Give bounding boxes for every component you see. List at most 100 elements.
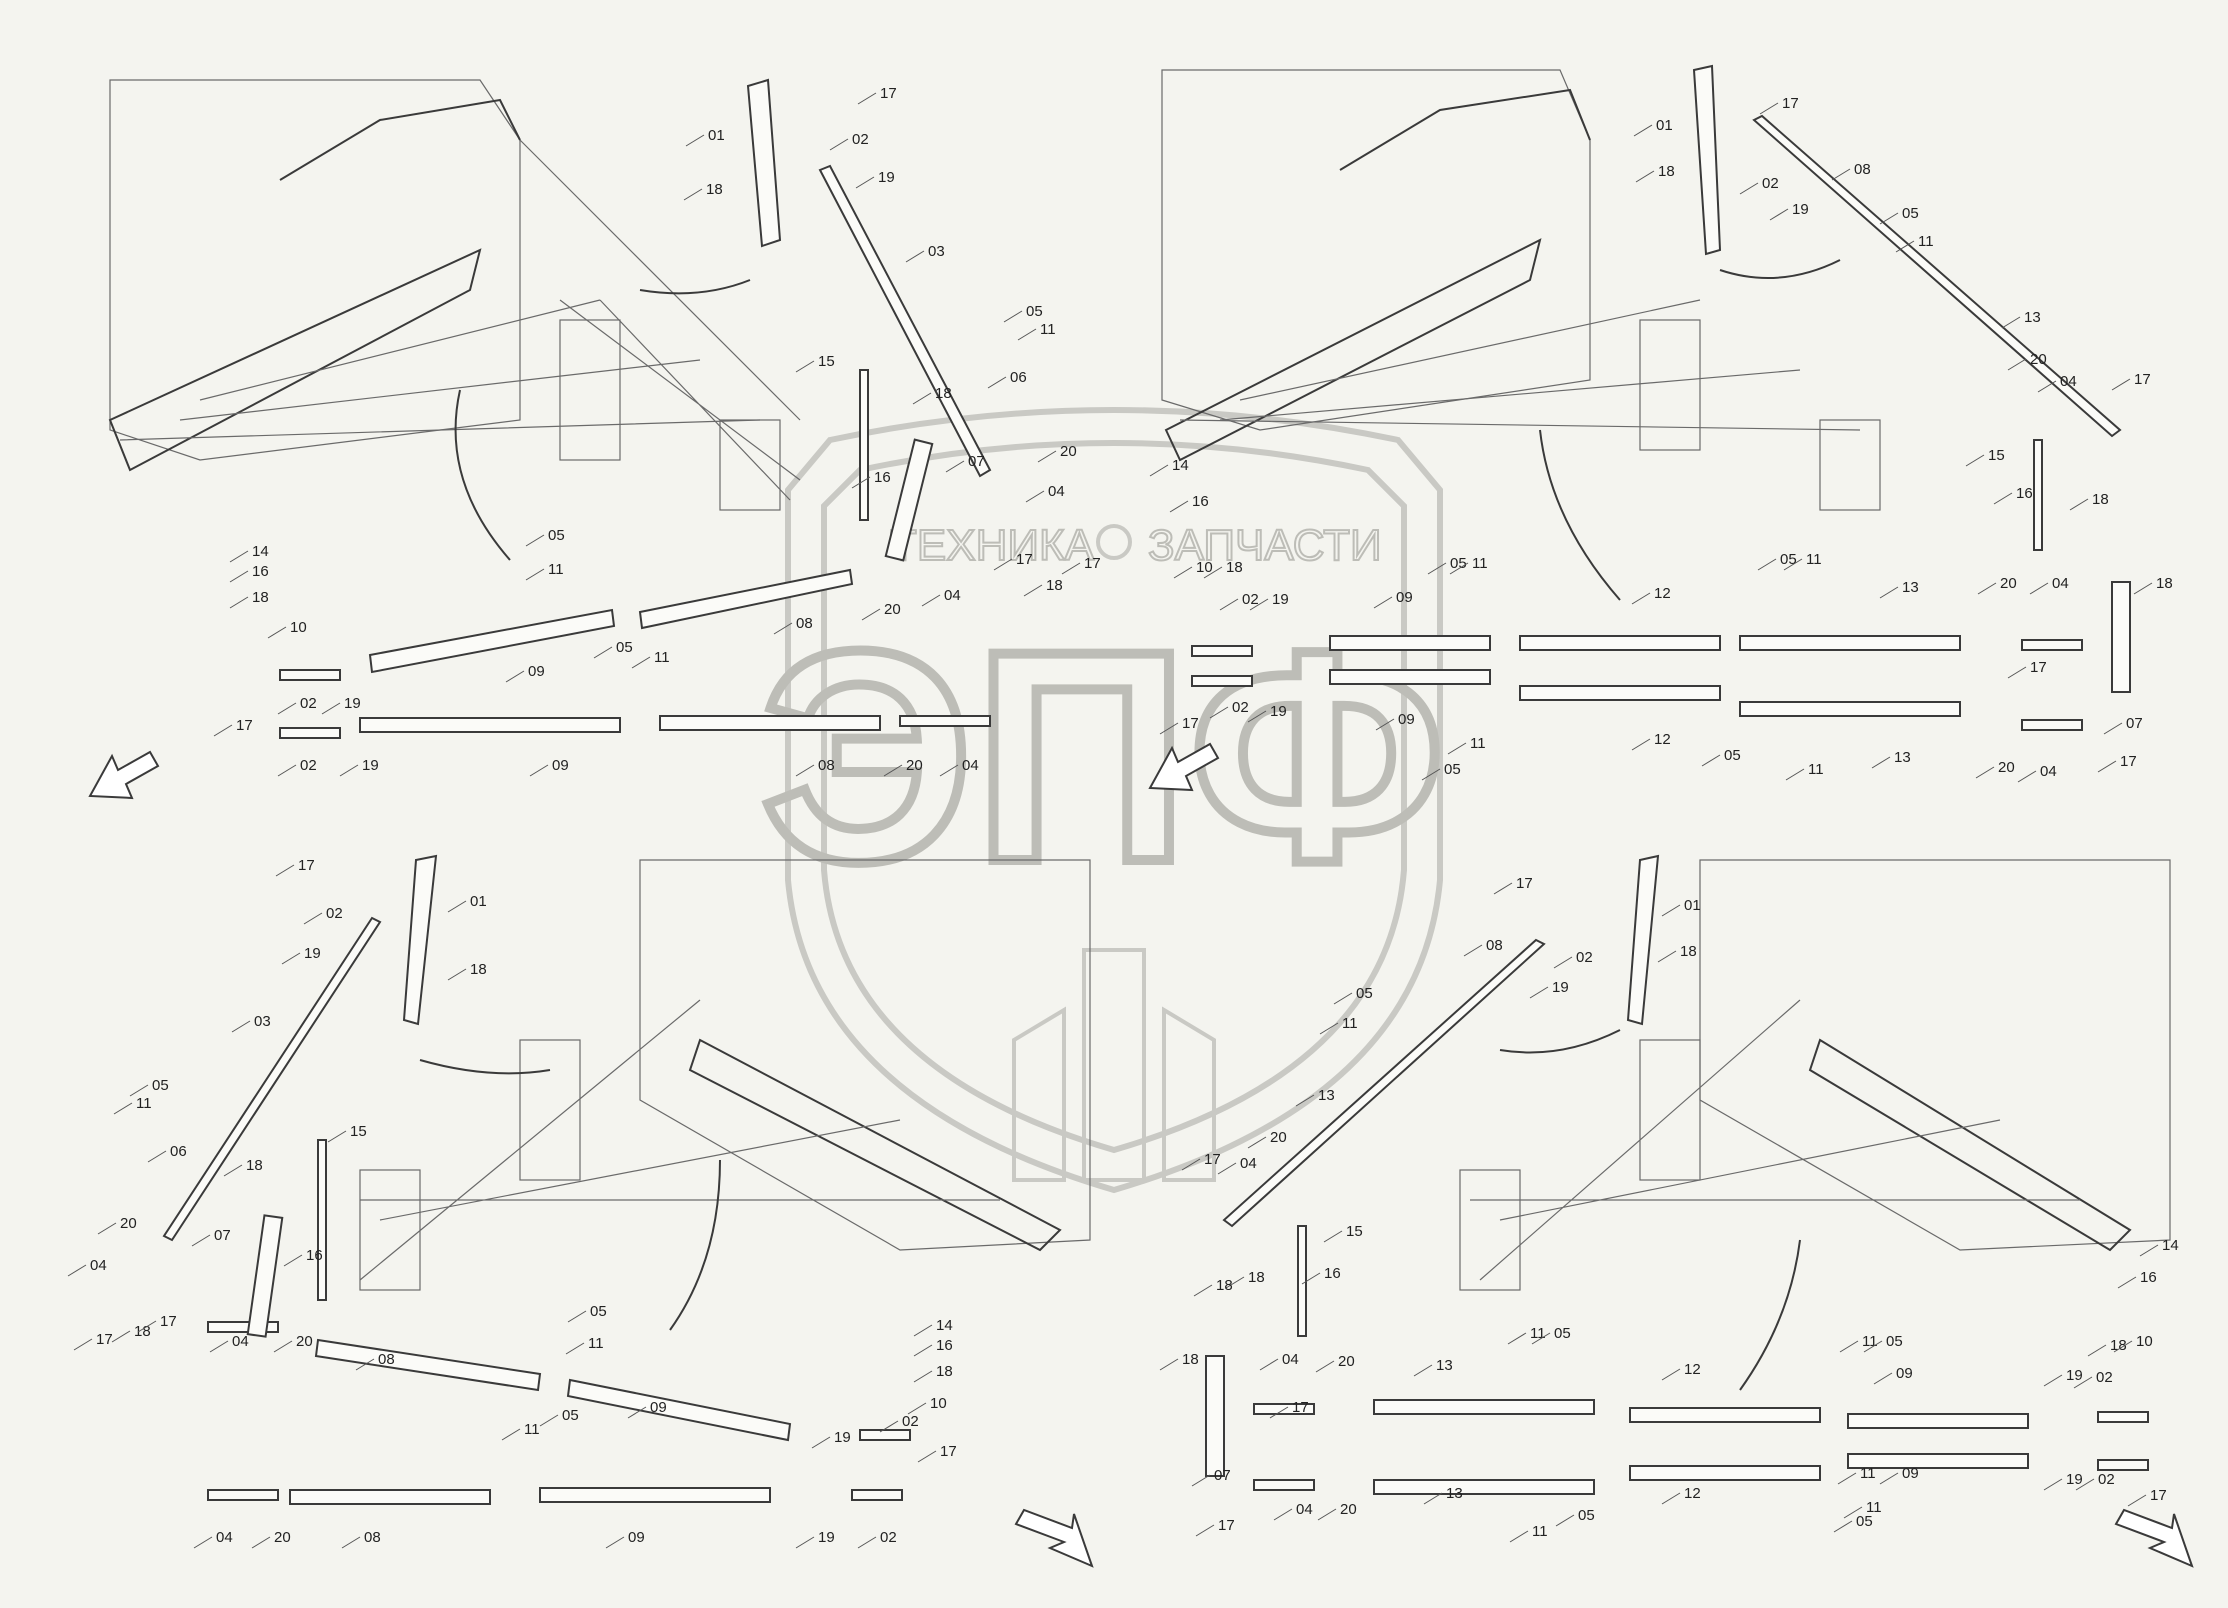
part-label: 18 — [1680, 943, 1697, 960]
rods-bottom-right — [1205, 854, 2149, 1495]
leader-line — [1373, 596, 1393, 609]
leader-line — [2007, 666, 2027, 679]
part-label: 02 — [300, 695, 317, 712]
leader-line — [1661, 1492, 1681, 1505]
plate-07-br — [1205, 1355, 1225, 1477]
bracket-01-bl — [402, 854, 438, 1026]
rod-13-a — [1739, 635, 1961, 651]
leader-line — [987, 376, 1007, 389]
part-label: 20 — [1998, 759, 2015, 776]
leader-line — [2001, 316, 2021, 329]
part-label: 02 — [1576, 949, 1593, 966]
leader-line — [857, 92, 877, 105]
rod-09-lower — [359, 717, 621, 733]
leader-line — [1831, 168, 1851, 181]
leader-line — [2075, 1478, 2095, 1491]
watermark-shield-inner — [821, 440, 1407, 1154]
leader-line — [683, 188, 703, 201]
part-label: 14 — [252, 543, 269, 560]
leader-line — [1195, 1524, 1215, 1537]
part-label: 02 — [326, 905, 343, 922]
part-label: 05 — [1356, 985, 1373, 1002]
rods-top-right — [1191, 64, 2131, 731]
part-label: 07 — [1214, 1467, 1231, 1484]
rod-04-b — [2021, 719, 2083, 731]
rod-02-bl-lower — [851, 1489, 903, 1501]
leader-line — [1375, 718, 1395, 731]
leader-line — [913, 1324, 933, 1337]
rod-09-upper — [368, 608, 616, 674]
part-label: 12 — [1654, 731, 1671, 748]
watermark-text-right: ЗАПЧАСТИ — [1148, 521, 1382, 570]
leader-line — [1259, 1358, 1279, 1371]
rod-13-br-lower — [1373, 1479, 1595, 1495]
panel-top-left-labels: 0117021819030511061518071620041718170420… — [213, 85, 1101, 777]
part-label: 05 — [1578, 1507, 1595, 1524]
part-label: 20 — [120, 1215, 137, 1232]
leader-line — [861, 608, 881, 621]
leader-line — [993, 558, 1013, 571]
leader-line — [1295, 1094, 1315, 1107]
leader-line — [1447, 742, 1467, 755]
part-label: 17 — [2150, 1487, 2167, 1504]
part-label: 14 — [936, 1317, 953, 1334]
leader-line — [2007, 358, 2027, 371]
leader-line — [1247, 1136, 1267, 1149]
leader-line — [1193, 1284, 1213, 1297]
part-label: 18 — [1216, 1277, 1233, 1294]
leader-line — [1301, 1272, 1321, 1285]
part-label: 19 — [878, 169, 895, 186]
leader-line — [1739, 182, 1759, 195]
plate-07-tr — [2111, 581, 2131, 693]
leader-line — [229, 550, 249, 563]
leader-line — [1209, 706, 1229, 719]
part-label: 05 — [1886, 1333, 1903, 1350]
rod-12-a — [1519, 635, 1721, 651]
part-label: 17 — [298, 857, 315, 874]
leader-line — [921, 594, 941, 607]
leader-line — [905, 250, 925, 263]
part-label: 19 — [1552, 979, 1569, 996]
leader-line — [275, 864, 295, 877]
part-label: 17 — [1204, 1151, 1221, 1168]
leader-line — [1061, 562, 1081, 575]
curved-arrow-icon — [419, 1059, 551, 1075]
leader-line — [795, 764, 815, 777]
rods-top-left — [279, 78, 992, 739]
part-label: 04 — [90, 1257, 107, 1274]
leader-line — [327, 1130, 347, 1143]
part-label: 15 — [350, 1123, 367, 1140]
part-label: 05 — [152, 1077, 169, 1094]
leader-line — [1427, 562, 1447, 575]
leader-line — [283, 1254, 303, 1267]
leader-line — [1149, 464, 1169, 477]
leader-line — [1635, 170, 1655, 183]
leader-line — [593, 646, 613, 659]
curved-arrow-icon — [639, 279, 751, 295]
leader-line — [223, 1164, 243, 1177]
direction-arrow-icon — [2114, 1508, 2194, 1568]
part-label: 17 — [1182, 715, 1199, 732]
leader-line — [1249, 598, 1269, 611]
part-label: 04 — [1282, 1351, 1299, 1368]
leader-line — [229, 596, 249, 609]
leader-line — [1423, 1492, 1443, 1505]
part-label: 18 — [2156, 575, 2173, 592]
curved-arrow-icon — [669, 1159, 721, 1331]
part-label: 20 — [2000, 575, 2017, 592]
part-label: 09 — [650, 1399, 667, 1416]
rod-13-br-upper — [1373, 1399, 1595, 1415]
leader-line — [1509, 1530, 1529, 1543]
leader-line — [1159, 1358, 1179, 1371]
watermark-emblem — [1012, 948, 1216, 1182]
part-label: 13 — [1446, 1485, 1463, 1502]
leader-line — [1025, 490, 1045, 503]
rod-08-bl-lower — [289, 1489, 491, 1505]
part-label: 02 — [880, 1529, 897, 1546]
part-label: 15 — [1988, 447, 2005, 464]
part-label: 14 — [2162, 1237, 2179, 1254]
rod-04-bl-upper — [207, 1321, 279, 1333]
part-label: 05 — [1724, 747, 1741, 764]
